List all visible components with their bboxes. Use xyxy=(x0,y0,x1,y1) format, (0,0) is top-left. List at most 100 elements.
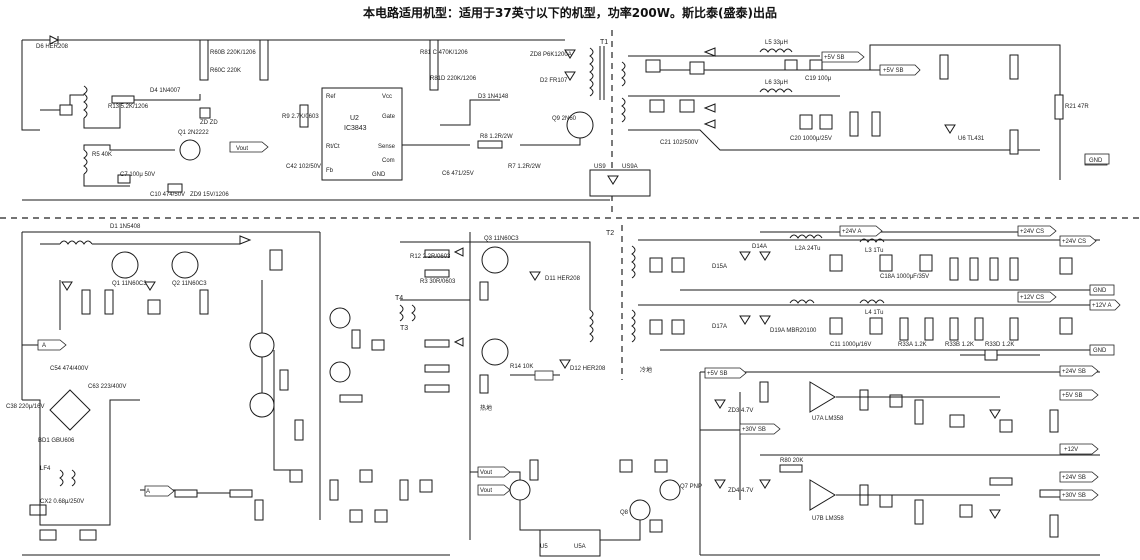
net-label-24v: +24V CS xyxy=(1062,239,1086,245)
label-d6: D6 HER208 xyxy=(36,44,69,50)
label-zd3: ZD3 4.7V xyxy=(728,408,753,414)
net-label-cold-ground: 冷地 xyxy=(640,366,652,374)
label-zd4: ZD4 4.7V xyxy=(728,488,753,494)
label-q8: Q8 xyxy=(620,510,629,516)
label-r33a: R33A 1.2K xyxy=(898,342,927,348)
label-r3: R3 30R/0603 xyxy=(420,279,456,285)
label-q3: Q3 11N60C3 xyxy=(484,236,519,242)
label-zd: ZD ZD xyxy=(200,120,218,126)
label-ic-pin-com: Com xyxy=(382,158,395,164)
label-r12: R12 2.2R/0603 xyxy=(410,254,451,260)
net-label-12va: +12V A xyxy=(1092,303,1112,309)
label-d3: D3 1N4148 xyxy=(478,94,509,100)
net-label-24vcs: +24V CS xyxy=(1020,229,1044,235)
net-label-12vcs: +12V CS xyxy=(1020,295,1044,301)
net-label-24vsb: +24V SB xyxy=(1062,369,1086,375)
label-d2: D2 FR107 xyxy=(540,78,568,84)
net-label-a2: A xyxy=(146,489,150,495)
label-c6: C6 471/25V xyxy=(442,171,474,177)
label-us9a: US9A xyxy=(622,164,638,170)
label-q2: Q2 11N60C3 xyxy=(172,281,207,287)
label-c20: C20 1000μ/25V xyxy=(790,136,832,142)
ic-u2-body xyxy=(321,87,403,181)
label-u5a: U5A xyxy=(574,544,586,550)
net-label-gnd-mid2: GND xyxy=(1093,288,1107,294)
label-l3: L3 1Tu xyxy=(865,248,883,254)
net-label-gnd-mid: GND xyxy=(1093,348,1107,354)
label-bd1: BD1 GBU606 xyxy=(38,438,75,444)
label-ic-pin-fb: Fb xyxy=(326,168,334,174)
label-u5: U5 xyxy=(540,544,548,550)
label-r33b: R33B 1.2K xyxy=(945,342,974,348)
label-d4: D4 1N4007 xyxy=(150,88,181,94)
label-c11: C11 1000μ/16V xyxy=(830,342,871,348)
label-l6: L6 33μH xyxy=(765,80,788,86)
net-label-12v: +12V xyxy=(1064,447,1078,453)
label-r14: R14 10K xyxy=(510,364,533,370)
label-r60c: R60C 220K xyxy=(210,68,241,74)
label-ic-pin-gnd: GND xyxy=(372,172,386,178)
net-label-a: A xyxy=(42,343,46,349)
label-c42: C42 102/50V xyxy=(286,164,321,170)
label-ic-pin-ref: Ref xyxy=(326,94,336,100)
standby-secondary xyxy=(621,44,1110,180)
half-bridge xyxy=(329,241,681,557)
label-d19a: D19A MBR20100 xyxy=(770,328,817,334)
label-zd8: ZD8 P6K1200A xyxy=(530,52,572,58)
label-r7: R7 1.2R/2W xyxy=(508,164,541,170)
net-label-vout3: Vout xyxy=(480,488,492,494)
label-ic-pin-sense: Sense xyxy=(378,144,396,150)
net-label-5vsb-r: +5V SB xyxy=(1062,393,1083,399)
label-r13: R13 5.2K/1206 xyxy=(108,104,149,110)
label-ic-part: IC3843 xyxy=(344,125,367,132)
label-ic-pin-gate: Gate xyxy=(382,114,396,120)
net-label-30vsb2: +30V SB xyxy=(1062,493,1086,499)
main-secondary xyxy=(631,225,1121,356)
label-r33d: R33D 1.2K xyxy=(985,342,1014,348)
label-u7a: U7A LM358 xyxy=(812,416,844,422)
label-r80: R80 20K xyxy=(780,458,803,464)
label-lf4: LF4 xyxy=(40,466,51,472)
net-label-vout2: Vout xyxy=(480,470,492,476)
label-c21: C21 102/500V xyxy=(660,140,698,146)
label-c38: C38 220μ/16V xyxy=(6,404,44,410)
label-d12: D12 HER208 xyxy=(570,366,606,372)
label-q7: Q7 PNP xyxy=(680,484,702,490)
label-d17a: D17A xyxy=(712,324,727,330)
label-r9: R9 2.7K/0603 xyxy=(282,114,319,120)
label-l2a: L2A 24Tu xyxy=(795,246,820,252)
label-d14a: D14A xyxy=(752,244,767,250)
label-d11: D11 HER208 xyxy=(545,276,581,282)
label-c18a: C18A 1000μF/35V xyxy=(880,274,929,280)
net-label-5vsb: +5V SB xyxy=(707,371,728,377)
net-label-5vsb-top: +5V SB xyxy=(883,68,904,74)
net-label-24va: +24V A xyxy=(842,229,862,235)
protection-circuit xyxy=(699,349,1100,556)
label-c7: C7 100μ 50V xyxy=(120,172,155,178)
label-ic-pin-rtct: Rt/Ct xyxy=(326,144,340,150)
net-label-vout: Vout xyxy=(236,146,248,152)
net-label-hot-ground: 热地 xyxy=(480,404,492,412)
label-t1: T1 xyxy=(600,39,608,46)
label-zd9: ZD9 15V/1206 xyxy=(190,192,229,198)
label-t3: T3 xyxy=(400,325,408,332)
label-ic-name: U2 xyxy=(350,115,359,122)
label-l5: L5 33μH xyxy=(765,40,788,46)
label-d15a: D15A xyxy=(712,264,727,270)
net-label-24vsb2: +24V SB xyxy=(1062,475,1086,481)
main-primary xyxy=(21,231,471,556)
label-r5: R5 40K xyxy=(92,152,112,158)
label-t4: T4 xyxy=(395,295,403,302)
label-c10: C10 474/50V xyxy=(150,192,185,198)
diagram-title: 本电路适用机型：适用于37英寸以下的机型，功率200W。斯比泰(盛泰)出品 xyxy=(363,6,777,20)
label-c54: C54 474/400V xyxy=(50,366,88,372)
label-ic-pin-vcc: Vcc xyxy=(382,94,392,100)
label-r8: R8 1.2R/2W xyxy=(480,134,513,140)
label-u7b: U7B LM358 xyxy=(812,516,844,522)
label-d1: D1 1N5408 xyxy=(110,224,141,230)
label-us9: US9 xyxy=(594,164,606,170)
label-r21: R21 47R xyxy=(1065,104,1089,110)
label-t2: T2 xyxy=(606,230,614,237)
net-label-gnd-top: GND xyxy=(1089,158,1103,164)
net-label-30vsb: +30V SB xyxy=(742,427,766,433)
